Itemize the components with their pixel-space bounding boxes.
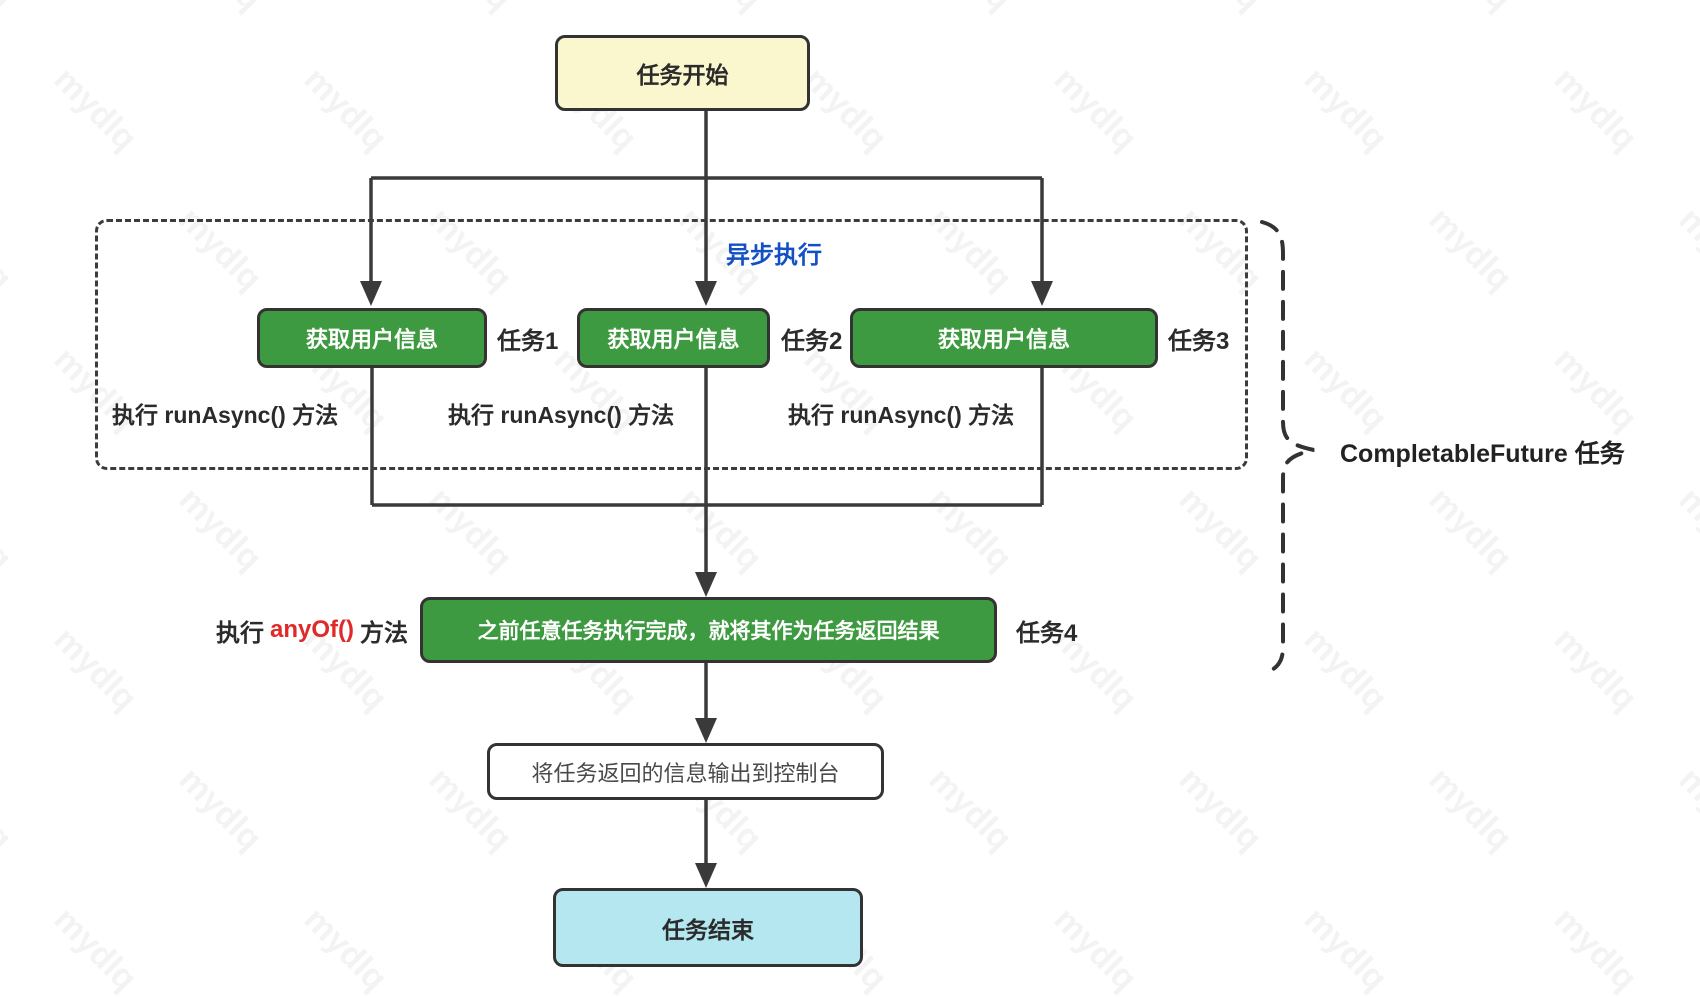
start-node: 任务开始 [555, 35, 810, 111]
arrowheads [360, 281, 1053, 888]
anyof-method-name: anyOf() [270, 616, 354, 643]
task1-node: 获取用户信息 [257, 308, 487, 368]
task4-node: 之前任意任务执行完成，就将其作为任务返回结果 [420, 597, 997, 663]
anyof-prefix: 执行 [216, 619, 264, 647]
completablefuture-brace-label: CompletableFuture 任务 [1340, 440, 1625, 468]
arrowhead-task4 [695, 572, 717, 597]
arrowhead-output [695, 718, 717, 743]
output-node-label: 将任务返回的信息输出到控制台 [531, 760, 840, 786]
task4-node-label: 之前任意任务执行完成，就将其作为任务返回结果 [477, 620, 940, 643]
arrowhead-task3 [1031, 281, 1053, 306]
arrowhead-task1 [360, 281, 382, 306]
anyof-method-label: 执行 anyOf() 方法 [182, 597, 408, 663]
async-execution-label: 异步执行 [726, 241, 822, 269]
task4-tag: 任务4 [1016, 619, 1078, 647]
brace-dashed [1260, 220, 1315, 676]
task1-tag: 任务1 [497, 327, 559, 355]
task2-node: 获取用户信息 [577, 308, 770, 368]
arrowhead-task2 [695, 281, 717, 306]
end-node-label: 任务结束 [662, 916, 754, 943]
start-node-label: 任务开始 [636, 62, 729, 88]
flow-lines [369, 111, 1044, 871]
end-node: 任务结束 [553, 888, 863, 967]
task2-method-label: 执行 runAsync() 方法 [448, 402, 675, 428]
anyof-suffix: 方法 [360, 619, 408, 647]
output-node: 将任务返回的信息输出到控制台 [487, 743, 884, 800]
task2-tag: 任务2 [781, 327, 843, 355]
task3-node: 获取用户信息 [850, 308, 1158, 368]
task3-method-label: 执行 runAsync() 方法 [788, 402, 1015, 428]
async-group-border [95, 219, 1248, 470]
task3-tag: 任务3 [1168, 327, 1230, 355]
task1-method-label: 执行 runAsync() 方法 [112, 402, 339, 428]
task1-node-label: 获取用户信息 [305, 327, 438, 352]
task2-node-label: 获取用户信息 [607, 327, 740, 352]
task3-node-label: 获取用户信息 [937, 327, 1070, 352]
arrowhead-end [695, 863, 717, 888]
